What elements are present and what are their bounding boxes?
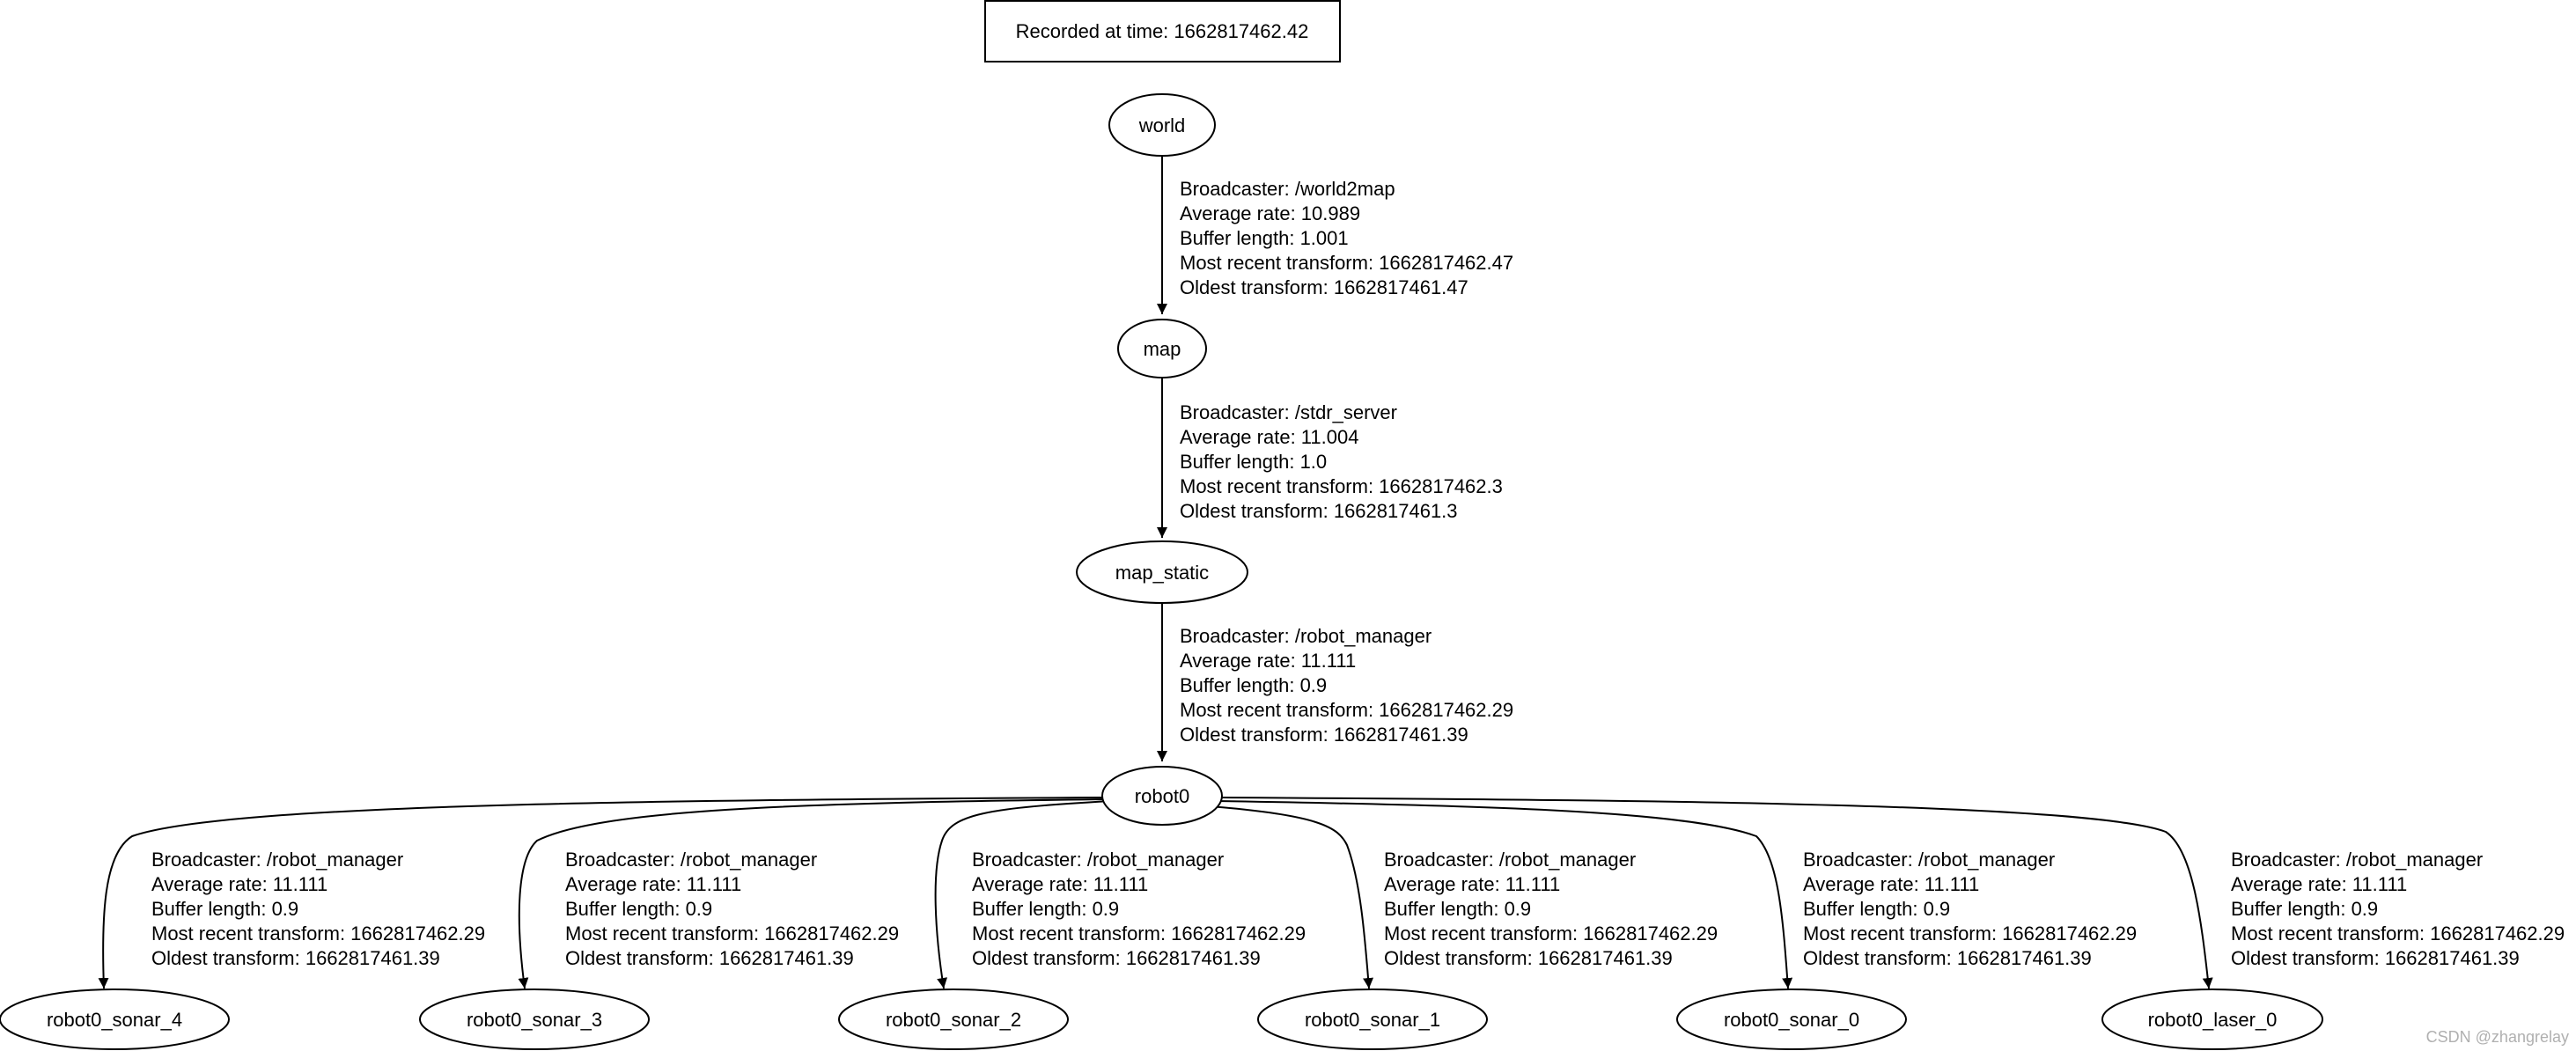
edge-average-rate: Average rate: 11.111 [2231,873,2407,895]
edge-oldest: Oldest transform: 1662817461.47 [1180,276,1468,298]
edge-broadcaster: Broadcaster: /robot_manager [1180,625,1432,647]
edge-buffer-length: Buffer length: 0.9 [1384,898,1531,920]
edge-buffer-length: Buffer length: 1.001 [1180,227,1349,249]
edge-most-recent: Most recent transform: 1662817462.29 [1180,699,1513,721]
edge-label-robot0-sonar0: Broadcaster: /robot_manager Average rate… [1803,849,2137,969]
edge-average-rate: Average rate: 11.111 [972,873,1148,895]
edges [98,156,2213,989]
edge-buffer-length: Buffer length: 0.9 [972,898,1119,920]
edge-average-rate: Average rate: 11.111 [565,873,741,895]
edge-oldest: Oldest transform: 1662817461.39 [1384,947,1673,969]
node-robot0-sonar-0[interactable]: robot0_sonar_0 [1676,989,1907,1050]
edge-buffer-length: Buffer length: 0.9 [2231,898,2378,920]
edge-oldest: Oldest transform: 1662817461.3 [1180,500,1458,522]
edge-broadcaster: Broadcaster: /robot_manager [565,849,817,871]
edge-label-robot0-laser0: Broadcaster: /robot_manager Average rate… [2231,849,2565,969]
node-robot0-sonar-2-label: robot0_sonar_2 [886,1009,1021,1031]
edge-broadcaster: Broadcaster: /world2map [1180,178,1395,200]
edge-average-rate: Average rate: 11.111 [1180,650,1356,672]
edge-most-recent: Most recent transform: 1662817462.3 [1180,475,1503,497]
edge-most-recent: Most recent transform: 1662817462.29 [2231,922,2565,944]
edge-broadcaster: Broadcaster: /robot_manager [972,849,1224,871]
edge-oldest: Oldest transform: 1662817461.39 [151,947,440,969]
node-robot0-sonar-2[interactable]: robot0_sonar_2 [838,989,1069,1050]
edge-most-recent: Most recent transform: 1662817462.29 [972,922,1306,944]
edge-average-rate: Average rate: 11.111 [1803,873,1979,895]
edge-most-recent: Most recent transform: 1662817462.29 [1384,922,1718,944]
node-robot0-sonar-1-label: robot0_sonar_1 [1305,1009,1440,1031]
node-robot0-sonar-4[interactable]: robot0_sonar_4 [0,989,230,1050]
edge-label-world-map: Broadcaster: /world2map Average rate: 10… [1180,178,1513,298]
node-robot0-sonar-1[interactable]: robot0_sonar_1 [1257,989,1488,1050]
edge-buffer-length: Buffer length: 0.9 [1180,674,1327,696]
node-map-static-label: map_static [1115,562,1209,584]
edge-most-recent: Most recent transform: 1662817462.29 [1803,922,2137,944]
edge-robot0-sonar2 [934,800,1112,989]
edge-robot0-sonar4 [98,797,1104,989]
edge-most-recent: Most recent transform: 1662817462.29 [565,922,899,944]
edge-oldest: Oldest transform: 1662817461.39 [565,947,854,969]
edge-label-robot0-sonar4: Broadcaster: /robot_manager Average rate… [151,849,485,969]
nodes: world map map_static robot0 robot0_sonar… [0,93,2323,1050]
node-robot0-sonar-3[interactable]: robot0_sonar_3 [419,989,650,1050]
edge-broadcaster: Broadcaster: /stdr_server [1180,401,1397,423]
edge-label-robot0-sonar3: Broadcaster: /robot_manager Average rate… [565,849,899,969]
edge-label-map-static-robot0: Broadcaster: /robot_manager Average rate… [1180,625,1513,746]
edge-buffer-length: Buffer length: 0.9 [565,898,712,920]
edge-most-recent: Most recent transform: 1662817462.47 [1180,252,1513,274]
node-map[interactable]: map [1117,319,1207,379]
edge-robot0-sonar0 [1214,800,1793,989]
edge-oldest: Oldest transform: 1662817461.39 [972,947,1261,969]
node-robot0-laser-0-label: robot0_laser_0 [2148,1009,2278,1031]
node-robot0-laser-0[interactable]: robot0_laser_0 [2101,989,2323,1050]
node-world-label: world [1138,114,1186,136]
node-robot0-sonar-3-label: robot0_sonar_3 [467,1009,602,1031]
recorded-time-label: Recorded at time: 1662817462.42 [1016,20,1309,42]
edge-average-rate: Average rate: 11.111 [1384,873,1560,895]
edge-label-robot0-sonar2: Broadcaster: /robot_manager Average rate… [972,849,1306,969]
node-robot0[interactable]: robot0 [1101,766,1223,826]
edge-label-robot0-sonar1: Broadcaster: /robot_manager Average rate… [1384,849,1718,969]
edge-average-rate: Average rate: 11.111 [151,873,328,895]
edge-broadcaster: Broadcaster: /robot_manager [1384,849,1636,871]
node-map-static[interactable]: map_static [1076,540,1248,604]
edge-buffer-length: Buffer length: 1.0 [1180,451,1327,473]
edge-broadcaster: Broadcaster: /robot_manager [2231,849,2483,871]
node-world[interactable]: world [1108,93,1216,157]
edge-most-recent: Most recent transform: 1662817462.29 [151,922,485,944]
edge-buffer-length: Buffer length: 0.9 [1803,898,1950,920]
edge-broadcaster: Broadcaster: /robot_manager [1803,849,2055,871]
edge-oldest: Oldest transform: 1662817461.39 [2231,947,2520,969]
edge-label-map-map-static: Broadcaster: /stdr_server Average rate: … [1180,401,1503,522]
edge-average-rate: Average rate: 11.004 [1180,426,1358,448]
recorded-time-box: Recorded at time: 1662817462.42 [984,0,1341,62]
edge-robot0-sonar1 [1196,805,1374,989]
node-robot0-sonar-4-label: robot0_sonar_4 [47,1009,182,1031]
edge-robot0-sonar3 [518,798,1110,989]
node-robot0-sonar-0-label: robot0_sonar_0 [1724,1009,1859,1031]
edge-average-rate: Average rate: 10.989 [1180,202,1360,224]
edge-oldest: Oldest transform: 1662817461.39 [1803,947,2092,969]
node-robot0-label: robot0 [1135,785,1189,807]
edge-robot0-laser0 [1218,797,2213,989]
edge-buffer-length: Buffer length: 0.9 [151,898,298,920]
watermark: CSDN @zhangrelay [2426,1028,2569,1046]
edge-oldest: Oldest transform: 1662817461.39 [1180,724,1468,746]
edge-broadcaster: Broadcaster: /robot_manager [151,849,403,871]
node-map-label: map [1144,338,1181,360]
